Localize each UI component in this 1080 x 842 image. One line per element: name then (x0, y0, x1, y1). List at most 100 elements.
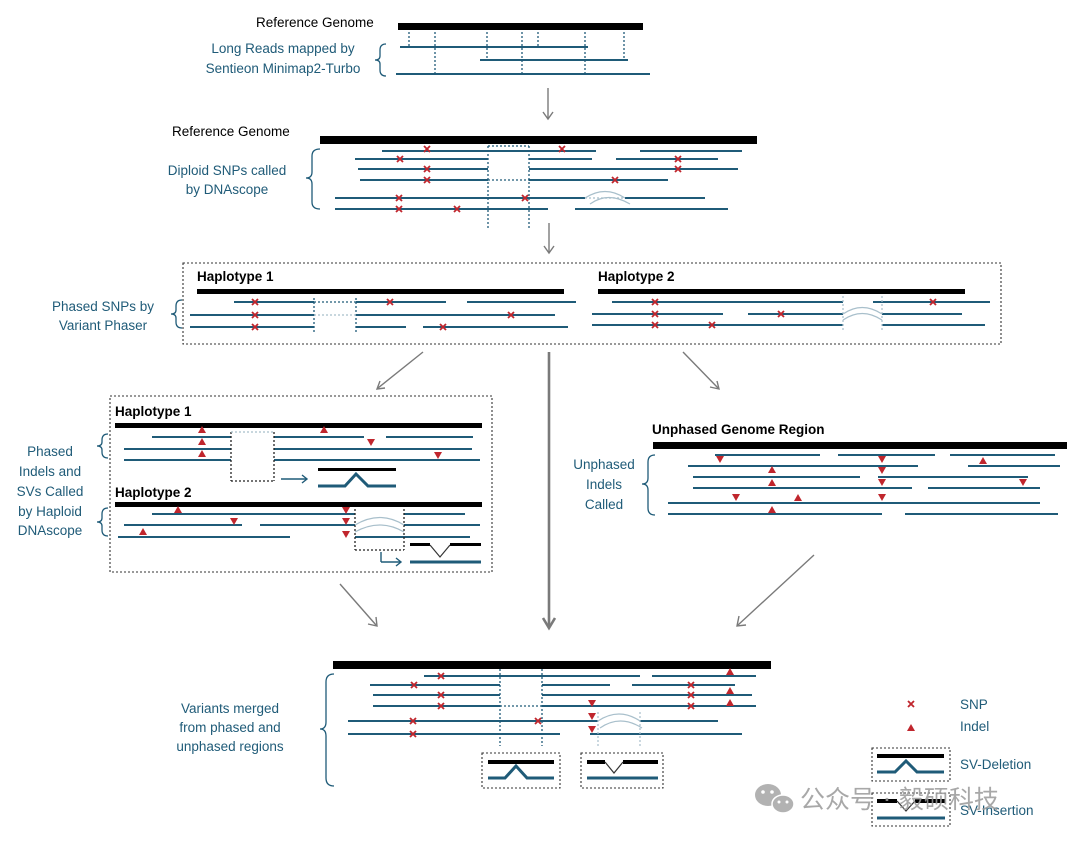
indel-marker (768, 479, 776, 486)
stage4-insertion-arc (354, 524, 405, 533)
merged-sv-insertion-gap (604, 761, 624, 774)
stage4-deletion-read (318, 471, 396, 488)
snp-marker (251, 311, 259, 319)
snp-marker (409, 717, 417, 725)
stage4-left-brace-upper (96, 433, 109, 459)
stage2-snps-label-line2: by DNAscope (186, 182, 269, 197)
indel-marker (434, 452, 442, 459)
stage4-right-label-line2: Indels (586, 477, 622, 492)
snp-marker (777, 310, 785, 318)
snp-marker (395, 205, 403, 213)
stage2-snp-markers (395, 145, 682, 213)
merged-sv-insertion-ref (587, 760, 605, 764)
stage4-deletion-arrowhead (301, 474, 309, 484)
stage4-left-label-line4: by Haploid (18, 504, 82, 519)
arrow-3-4-left (375, 351, 424, 390)
stage3-label-line2: Variant Phaser (59, 318, 148, 333)
stage2-brace (305, 148, 321, 210)
stage-2-diploid-snps: Reference Genome Diploid SNPs called by … (168, 124, 757, 228)
legend-sv-insertion-gap (896, 800, 916, 812)
snp-marker (386, 298, 394, 306)
snp-marker (708, 321, 716, 329)
stage5-brace (319, 673, 335, 787)
legend-sv-insertion-ref (915, 799, 945, 803)
stage3-box (182, 262, 1002, 345)
indel-marker (726, 668, 734, 675)
merged-snp-markers (409, 672, 695, 738)
indel-marker (794, 494, 802, 501)
indel-marker (588, 713, 596, 720)
merged-sv-deletion-ref (488, 760, 554, 764)
snp-marker (423, 176, 431, 184)
stage-4-phased-indels-svs: Phased Indels and SVs Called by Haploid … (17, 395, 493, 573)
stage4-insertion-ref (450, 543, 481, 546)
stage4-left-box (109, 395, 493, 573)
snp-marker (423, 165, 431, 173)
stage2-insertion-arc (584, 190, 626, 199)
indel-marker (139, 528, 147, 535)
stage3-insertion-arc (842, 312, 883, 321)
indel-marker (342, 531, 350, 538)
arrow-2-3 (543, 223, 555, 255)
legend-snp-label: SNP (960, 697, 988, 712)
snp-marker (687, 702, 695, 710)
stage4-left-label-line1: Phased (27, 444, 73, 459)
stage-1-mapping: Reference Genome Long Reads mapped by Se… (206, 15, 650, 77)
indel-marker (768, 506, 776, 513)
snp-marker (521, 194, 529, 202)
arrow-1-2 (542, 88, 554, 121)
snp-marker (251, 323, 259, 331)
merged-insertion-arc (599, 720, 643, 729)
snp-marker (651, 310, 659, 318)
snp-marker (437, 672, 445, 680)
stage4-right-brace (641, 454, 656, 516)
indel-marker (588, 726, 596, 733)
stage1-brace (374, 43, 387, 77)
stage4-haplotype1-label: Haplotype 1 (115, 404, 192, 419)
snp-marker (453, 205, 461, 213)
snp-marker (437, 691, 445, 699)
snp-marker (929, 298, 937, 306)
stage2-reference-label: Reference Genome (172, 124, 290, 139)
wechat-icon (755, 784, 795, 814)
indel-marker (726, 687, 734, 694)
snp-marker (674, 165, 682, 173)
arrow-4-5-left (339, 583, 378, 627)
stage3-haplotype2-label: Haplotype 2 (598, 269, 675, 284)
legend-sv-insertion-label: SV-Insertion (960, 803, 1034, 818)
snp-marker (651, 298, 659, 306)
arrow-3-4-right (682, 351, 720, 390)
indel-marker (878, 479, 886, 486)
stage-3-phased-snps: Phased SNPs by Variant Phaser Haplotype … (52, 262, 1002, 345)
stage4-left-brace-lower (96, 507, 109, 537)
stage4-left-label-line2: Indels and (19, 464, 81, 479)
legend-indel-label: Indel (960, 719, 989, 734)
snp-marker (251, 298, 259, 306)
snp-marker (396, 155, 404, 163)
indel-marker (732, 494, 740, 501)
stage4-right-label-line3: Called (585, 497, 623, 512)
merged-reference-bar (333, 661, 771, 669)
snp-marker (534, 717, 542, 725)
indel-marker (1019, 479, 1027, 486)
snp-marker (409, 730, 417, 738)
stage5-label-line2: from phased and (179, 720, 280, 735)
indel-marker (878, 456, 886, 463)
stage3-label-line1: Phased SNPs by (52, 299, 154, 314)
indel-marker (198, 426, 206, 433)
stage4-insertion-gap (429, 544, 451, 558)
stage3-haplotype2-bar (598, 289, 965, 294)
merged-sv-deletion-box (481, 752, 561, 789)
stage2-snps-label-line1: Diploid SNPs called (168, 163, 287, 178)
stage4-haplotype2-bar (115, 502, 482, 507)
stage4-insertion-arc (354, 516, 405, 526)
stage1-reference-bar (398, 23, 643, 30)
arrow-4-5-right (736, 554, 815, 627)
stage4-right-label-line1: Unphased (573, 457, 635, 472)
indel-marker (716, 456, 724, 463)
legend-sv-deletion-ref (877, 754, 944, 758)
legend: SNP Indel SV-Deletion SV-Insertion (871, 697, 1034, 827)
stage3-insertion-arc (842, 306, 883, 315)
indel-marker (979, 457, 987, 464)
stage5-label-line3: unphased regions (176, 739, 284, 754)
